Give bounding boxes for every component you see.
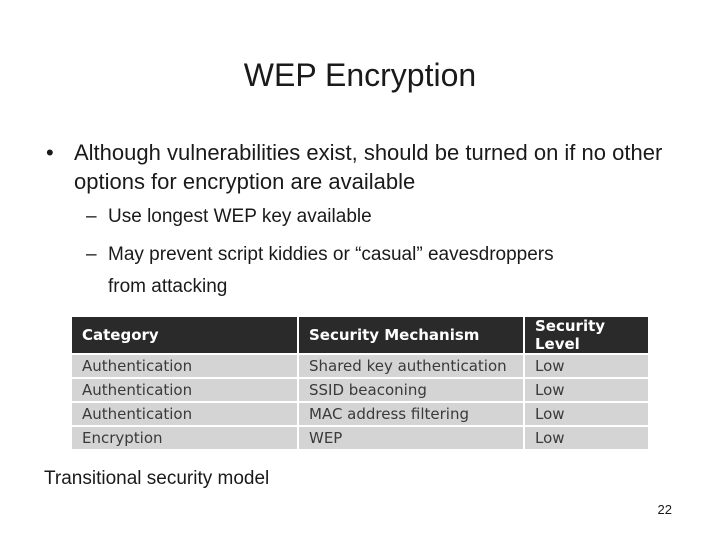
page-number: 22: [657, 502, 672, 517]
bullet-marker: •: [46, 140, 54, 165]
cell-mechanism: WEP: [297, 425, 525, 449]
table-caption: Transitional security model: [44, 468, 270, 489]
sub-bullet-text: Use longest WEP key available: [108, 206, 372, 227]
sub-bullet-item: – Use longest WEP key available: [86, 201, 686, 233]
cell-level: Low: [523, 425, 648, 449]
sub-bullet-item: – May prevent script kiddies or “casual”…: [86, 239, 686, 303]
security-model-table: Category Security Mechanism Security Lev…: [72, 317, 648, 449]
bullet-text: Although vulnerabilities exist, should b…: [74, 140, 663, 194]
table-row: Authentication Shared key authentication…: [72, 353, 648, 379]
header-security-level: Security Level: [523, 317, 648, 355]
sub-bullet-text: May prevent script kiddies or “casual” e…: [108, 244, 554, 297]
cell-level: Low: [523, 401, 648, 427]
cell-category: Authentication: [72, 353, 299, 379]
bullet-item: • Although vulnerabilities exist, should…: [46, 138, 686, 196]
table-row: Encryption WEP Low: [72, 425, 648, 449]
sub-bullet-marker: –: [86, 244, 97, 265]
table-row: Authentication SSID beaconing Low: [72, 377, 648, 403]
sub-bullet-marker: –: [86, 206, 97, 227]
table-header-row: Category Security Mechanism Security Lev…: [72, 317, 648, 355]
header-security-mechanism: Security Mechanism: [297, 317, 525, 355]
header-category: Category: [72, 317, 299, 355]
cell-category: Authentication: [72, 401, 299, 427]
table-row: Authentication MAC address filtering Low: [72, 401, 648, 427]
cell-mechanism: Shared key authentication: [297, 353, 525, 379]
cell-category: Authentication: [72, 377, 299, 403]
slide-title: WEP Encryption: [243, 57, 477, 93]
cell-level: Low: [523, 377, 648, 403]
cell-level: Low: [523, 353, 648, 379]
cell-mechanism: SSID beaconing: [297, 377, 525, 403]
cell-category: Encryption: [72, 425, 299, 449]
cell-mechanism: MAC address filtering: [297, 401, 525, 427]
